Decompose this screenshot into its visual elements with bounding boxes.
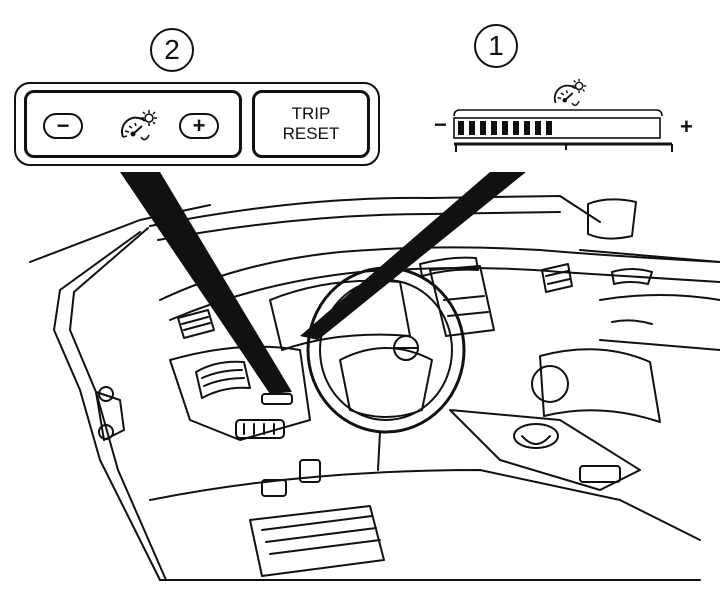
dash-brightness-icon <box>548 76 594 117</box>
left-air-vent <box>177 309 215 339</box>
console-tray <box>579 465 621 483</box>
leader-wedge-2 <box>120 172 292 394</box>
switch-panel-location <box>261 393 293 405</box>
gauge-segment <box>535 121 541 135</box>
gauge-segment <box>469 121 475 135</box>
brightness-decrease-button[interactable]: − <box>43 113 83 139</box>
gauge-segment <box>513 121 519 135</box>
gauge-segment <box>546 121 552 135</box>
gauge-segment <box>491 121 497 135</box>
dash-brightness-icon <box>115 107 165 152</box>
pedal <box>299 459 321 483</box>
gauge-segment <box>458 121 464 135</box>
center-display <box>429 265 495 337</box>
door-handle <box>611 268 653 285</box>
brightness-increase-button[interactable]: + <box>179 113 219 139</box>
side-air-vent <box>195 360 251 399</box>
dashboard <box>159 246 720 301</box>
door-hinge <box>98 424 114 440</box>
gauge-minus-label: − <box>434 112 447 137</box>
right-door <box>579 249 720 351</box>
lower-switch-bank <box>235 419 285 439</box>
switch-panel: − + TRIP RESET <box>14 82 380 166</box>
steering-wheel <box>306 266 466 434</box>
gauge-plus-label: + <box>680 114 693 139</box>
gauge-level-segments <box>458 121 552 135</box>
center-console <box>449 409 641 491</box>
windshield <box>149 195 601 227</box>
side-mirror <box>587 198 637 240</box>
left-door-frame <box>53 231 161 581</box>
brightness-gauge <box>453 109 673 152</box>
brightness-control-button[interactable]: − + <box>24 90 242 158</box>
trip-reset-label: TRIP RESET <box>282 104 340 143</box>
callout-2: 2 <box>150 28 194 72</box>
floor-mat <box>249 505 385 577</box>
door-hinge <box>98 386 114 402</box>
gauge-segment <box>502 121 508 135</box>
right-air-vent <box>541 263 573 293</box>
trip-reset-button[interactable]: TRIP RESET <box>252 90 370 158</box>
callout-1: 1 <box>474 24 518 68</box>
gauge-segment <box>524 121 530 135</box>
gauge-segment <box>480 121 486 135</box>
meter-hood <box>269 279 411 351</box>
shift-knob <box>513 423 559 449</box>
